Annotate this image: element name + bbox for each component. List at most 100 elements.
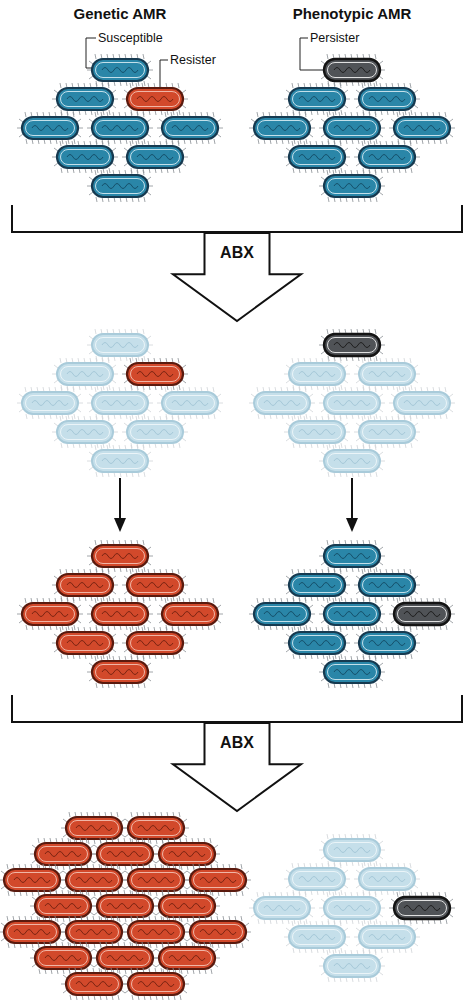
bacterium — [92, 838, 158, 870]
bacterium — [61, 916, 127, 948]
bacterium — [319, 834, 385, 866]
bacterium — [87, 540, 153, 572]
bracket — [12, 205, 462, 232]
bacterium — [157, 598, 223, 630]
bacterium — [284, 863, 350, 895]
bacterium — [154, 942, 220, 974]
bacterium — [122, 627, 188, 659]
bacterium — [157, 112, 223, 144]
bacterium — [284, 141, 350, 173]
callout-label: Resister — [170, 52, 216, 68]
abx-arrow: ABX — [172, 232, 302, 322]
bacterium — [52, 141, 118, 173]
bacterium — [284, 83, 350, 115]
bacterium — [284, 921, 350, 953]
bacterium — [87, 598, 153, 630]
bacterium — [87, 54, 153, 86]
bacterium — [30, 838, 96, 870]
bacterium — [61, 864, 127, 896]
bacterium — [354, 358, 420, 390]
bacterium — [389, 598, 455, 630]
bacterium — [0, 916, 65, 948]
bacterium — [319, 892, 385, 924]
arrow-outline — [173, 723, 301, 811]
bacterium — [249, 112, 315, 144]
bacterium — [154, 890, 220, 922]
bacterium — [154, 838, 220, 870]
bacterium — [354, 627, 420, 659]
bacterium — [87, 112, 153, 144]
bacterium — [52, 416, 118, 448]
bacterium — [122, 569, 188, 601]
bacterium — [354, 921, 420, 953]
bacterium — [249, 598, 315, 630]
down-arrow — [119, 478, 121, 520]
bacterium — [319, 112, 385, 144]
bacterium — [52, 83, 118, 115]
bacterium — [319, 54, 385, 86]
bacterium — [30, 942, 96, 974]
bacterium — [92, 942, 158, 974]
bacterium — [354, 569, 420, 601]
bacterium — [319, 329, 385, 361]
bacterium — [123, 864, 189, 896]
bacterium — [122, 83, 188, 115]
callout-label: Persister — [310, 30, 359, 46]
arrow-label: ABX — [205, 734, 270, 752]
bacterium — [185, 916, 251, 948]
bacterium — [319, 170, 385, 202]
bacterium — [249, 387, 315, 419]
bacterium — [354, 863, 420, 895]
bacterium — [52, 358, 118, 390]
bacterium — [122, 141, 188, 173]
bacterium — [319, 445, 385, 477]
bacterium — [389, 387, 455, 419]
bacterium — [319, 950, 385, 982]
bacterium — [122, 358, 188, 390]
bacterium — [389, 892, 455, 924]
bacterium — [157, 387, 223, 419]
bacterium — [249, 892, 315, 924]
bacterium — [284, 416, 350, 448]
bacterium — [284, 569, 350, 601]
bacterium — [319, 540, 385, 572]
bacterium — [123, 916, 189, 948]
bacterium — [17, 112, 83, 144]
bacterium — [284, 627, 350, 659]
column-heading: Genetic AMR — [20, 6, 220, 22]
callout-label: Susceptible — [98, 30, 163, 46]
bacterium — [389, 112, 455, 144]
bacterium — [123, 968, 189, 1000]
bacterium — [319, 656, 385, 688]
bacterium — [17, 598, 83, 630]
arrow-label: ABX — [205, 244, 270, 262]
bacterium — [87, 170, 153, 202]
bacterium — [52, 627, 118, 659]
bacterium — [87, 329, 153, 361]
bacterium — [17, 387, 83, 419]
arrow-outline — [173, 233, 301, 321]
bacterium — [185, 864, 251, 896]
bacterium — [52, 569, 118, 601]
leader-line — [160, 60, 168, 88]
bacterium — [87, 656, 153, 688]
bacterium — [354, 83, 420, 115]
abx-arrow: ABX — [172, 722, 302, 812]
bacterium — [92, 890, 158, 922]
bacterium — [61, 812, 127, 844]
bacterium — [319, 598, 385, 630]
column-heading: Phenotypic AMR — [252, 6, 452, 22]
bacterium — [61, 968, 127, 1000]
down-arrow — [351, 478, 353, 520]
bacterium — [87, 445, 153, 477]
arrow-head — [346, 518, 358, 532]
bacterium — [123, 812, 189, 844]
bacterium — [87, 387, 153, 419]
bacterium — [122, 416, 188, 448]
bacterium — [0, 864, 65, 896]
bracket — [12, 695, 462, 722]
bacterium — [30, 890, 96, 922]
